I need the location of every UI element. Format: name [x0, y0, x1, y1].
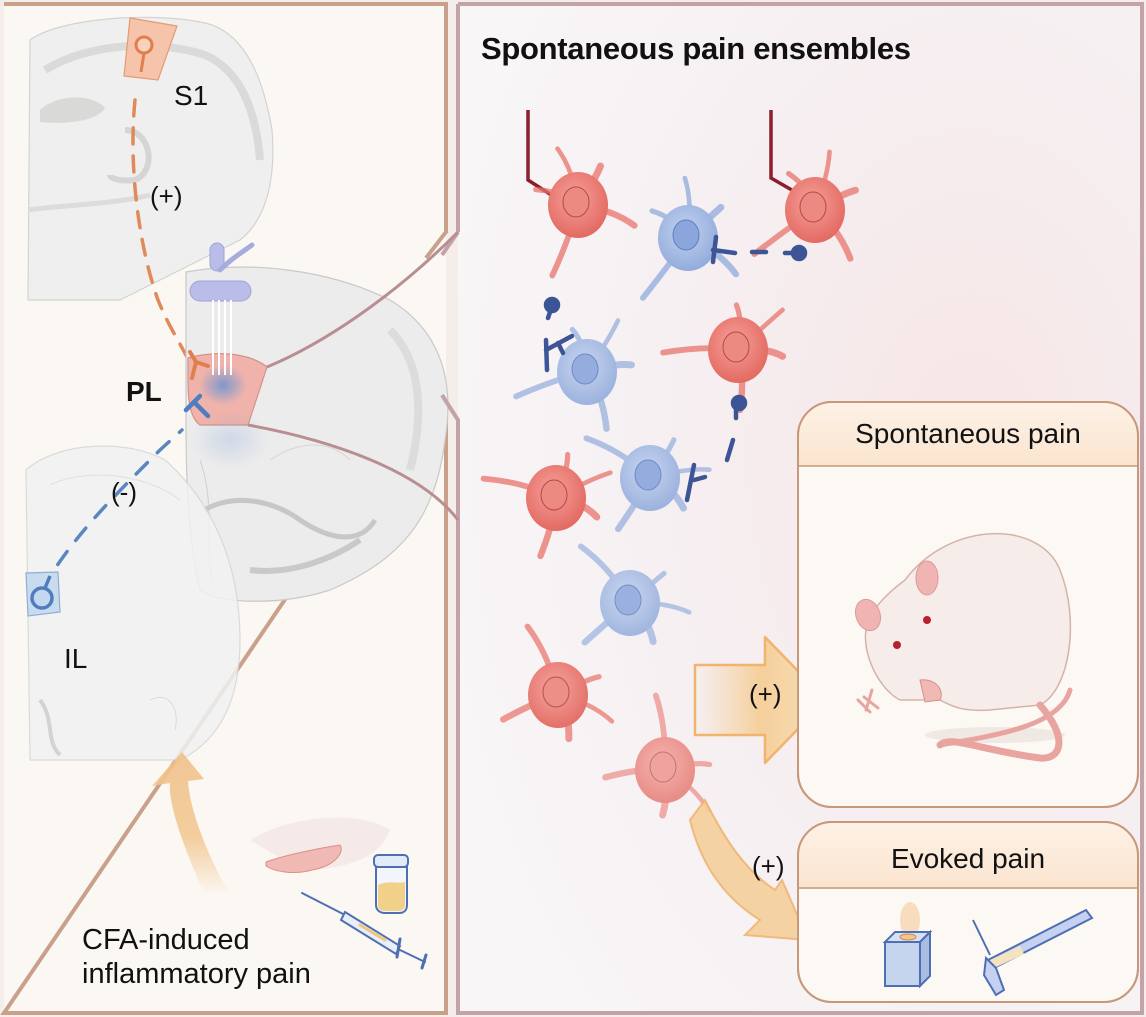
inhibitory-neuron — [577, 543, 692, 646]
spontaneous-pain-title: Spontaneous pain — [855, 418, 1081, 449]
excitatory-neuron — [751, 149, 859, 262]
cfa-caption: CFA-induced inflammatory pain — [82, 924, 311, 991]
excitatory-neuron — [533, 146, 638, 279]
nucleus — [571, 353, 599, 385]
excitatory-synapse-icon — [188, 350, 210, 380]
nucleus — [649, 751, 677, 783]
syringe-icon — [301, 892, 428, 970]
evoked-pain-title: Evoked pain — [890, 843, 1046, 874]
s1-recording-site — [123, 17, 178, 81]
nucleus — [799, 191, 827, 223]
nucleus — [722, 331, 750, 363]
il-label: IL — [64, 643, 88, 674]
spontaneous-arrow-icon — [693, 635, 828, 765]
il-recording-site — [25, 571, 61, 617]
inhibitory-neuron — [513, 318, 635, 432]
cfa-vial-icon — [373, 854, 409, 914]
zoom-connector-upper — [266, 230, 460, 369]
von-frey-filament-icon — [972, 908, 1094, 997]
evoked-arrow-sign: (+) — [752, 851, 785, 881]
il-pathway-sign: (-) — [111, 477, 137, 507]
s1-to-pl-pathway — [131, 98, 196, 374]
excitatory-neuron — [499, 623, 615, 743]
nucleus — [542, 676, 570, 708]
inhibitory-synapse-icon — [183, 393, 211, 419]
evoked-arrow-icon — [688, 798, 810, 942]
brain-section-lower — [25, 445, 241, 761]
evoked-pain-box — [797, 821, 1139, 1003]
zoom-connector-lower — [247, 423, 460, 521]
ensemble-marker-2 — [769, 110, 798, 195]
s1-label: S1 — [174, 80, 209, 111]
rat-paw-icon — [250, 817, 390, 874]
nucleus — [672, 219, 700, 251]
neuron-network — [480, 146, 859, 819]
nucleus — [614, 584, 642, 616]
s1-pathway-sign: (+) — [150, 181, 183, 211]
recording-electrode-icon — [189, 242, 255, 375]
excitatory-neuron — [660, 302, 787, 414]
il-to-pl-pathway — [40, 428, 184, 592]
pl-label: PL — [126, 376, 162, 407]
nucleus — [540, 479, 568, 511]
ensembles-title: Spontaneous pain ensembles — [481, 31, 911, 66]
spontaneous-arrow-sign: (+) — [749, 679, 782, 709]
rat-licking-paw-icon — [854, 532, 1073, 762]
inhibitory-neuron — [639, 175, 740, 301]
inhibitory-neuron — [583, 435, 712, 533]
upward-arrow-icon — [152, 752, 230, 895]
nucleus — [562, 186, 590, 218]
excitatory-neuron — [480, 451, 613, 560]
nucleus — [634, 459, 662, 491]
left-panel — [0, 2, 449, 1015]
synaptic-connections — [543, 234, 808, 503]
hot-plate-cube-icon — [882, 902, 933, 989]
